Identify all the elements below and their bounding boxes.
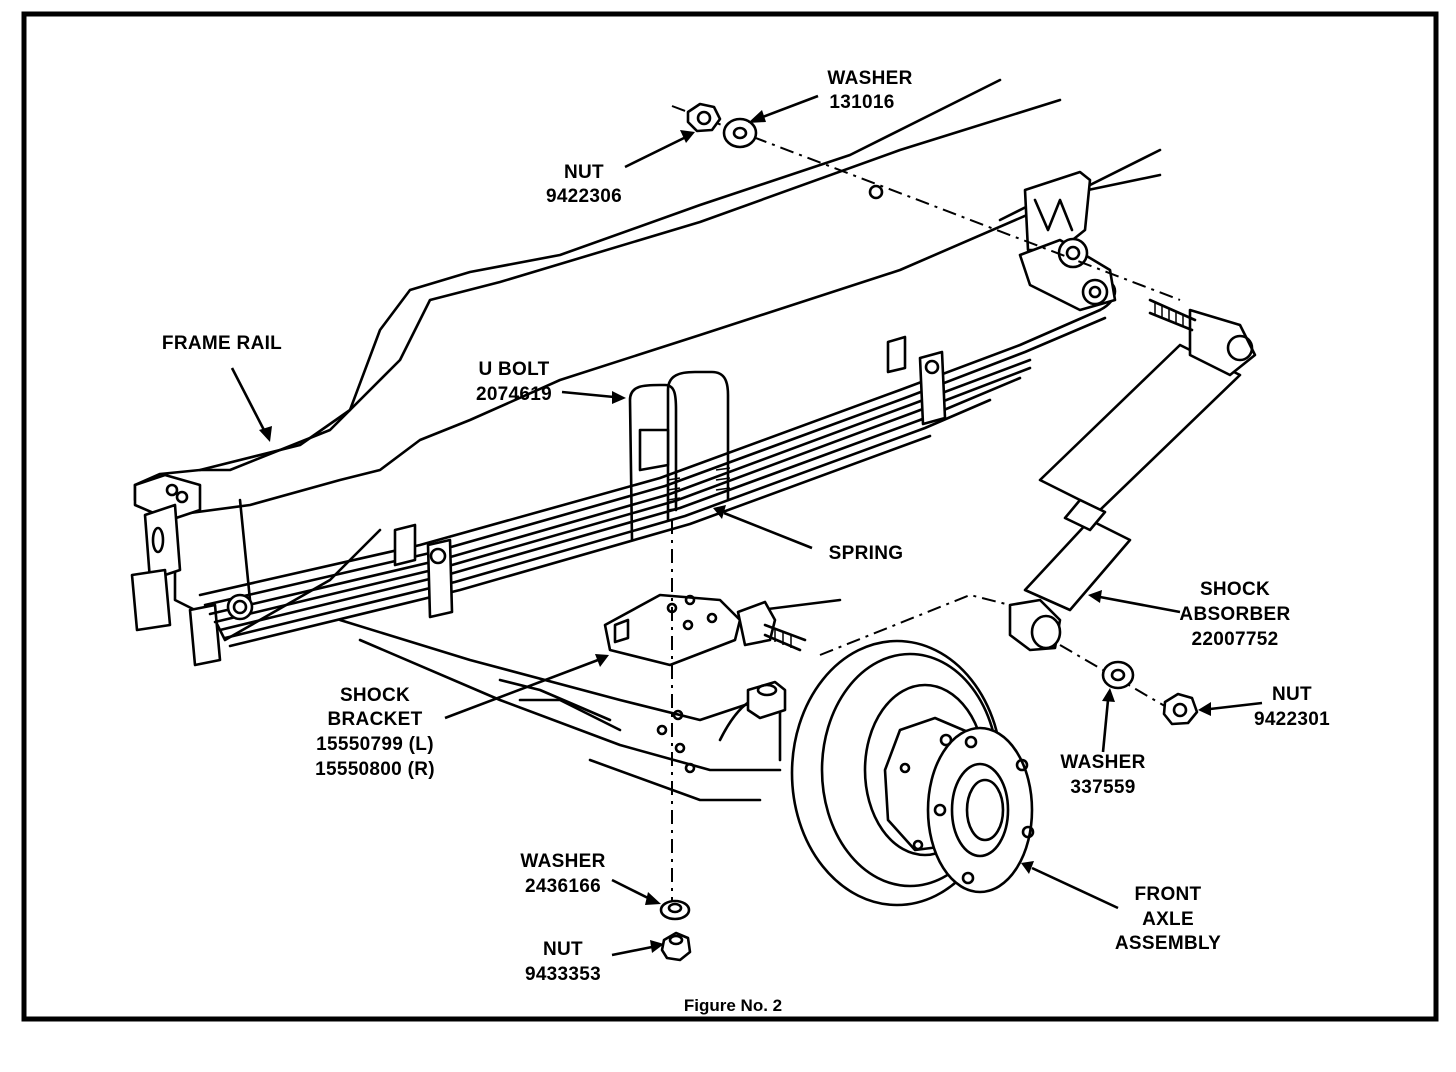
spring-label: SPRING <box>829 543 904 564</box>
shock-bracket-part-left: 15550799 (L) <box>316 734 434 755</box>
nut-right-part-number: 9422301 <box>1254 709 1330 730</box>
washer-top-part-number: 131016 <box>829 92 894 113</box>
u-bolt-label: U BOLT <box>478 359 549 380</box>
shock-absorber-label-line2: ABSORBER <box>1179 604 1290 625</box>
nut-bottom-label: NUT <box>543 939 583 960</box>
nut-top-part-number: 9422306 <box>546 186 622 207</box>
frame-rail <box>130 78 1162 667</box>
spring-hanger <box>1018 170 1117 312</box>
fasteners <box>659 102 1199 962</box>
leader-arrows <box>230 94 1263 957</box>
shock-bracket-label-line1: SHOCK <box>340 685 410 706</box>
nut-bottom-part-number: 9433353 <box>525 964 601 985</box>
shock-absorber-part-number: 22007752 <box>1192 629 1279 650</box>
washer-right-label: WASHER <box>1060 752 1145 773</box>
shock-absorber-label-line1: SHOCK <box>1200 579 1270 600</box>
spring-clips <box>393 335 947 619</box>
washer-right-part-number: 337559 <box>1070 777 1135 798</box>
washer-top-label: WASHER <box>827 68 912 89</box>
figure-caption: Figure No. 2 <box>684 996 782 1015</box>
nut-right-label: NUT <box>1272 684 1312 705</box>
shock-absorber <box>1008 298 1257 652</box>
shock-bracket-label-line2: BRACKET <box>328 709 423 730</box>
shock-bracket-part-right: 15550800 (R) <box>315 759 435 780</box>
washer-bottom-label: WASHER <box>520 851 605 872</box>
washer-bottom-part-number: 2436166 <box>525 876 601 897</box>
front-axle-label-line3: ASSEMBLY <box>1115 933 1221 954</box>
frame-rail-label: FRAME RAIL <box>162 333 282 354</box>
figure-border <box>21 11 1439 1022</box>
u-bolt-part-number: 2074619 <box>476 384 552 405</box>
nut-top-label: NUT <box>564 162 604 183</box>
front-axle-label-line2: AXLE <box>1142 909 1194 930</box>
u-bolt <box>628 370 731 542</box>
front-axle-assembly <box>338 598 1035 907</box>
front-axle-label-line1: FRONT <box>1135 884 1202 905</box>
